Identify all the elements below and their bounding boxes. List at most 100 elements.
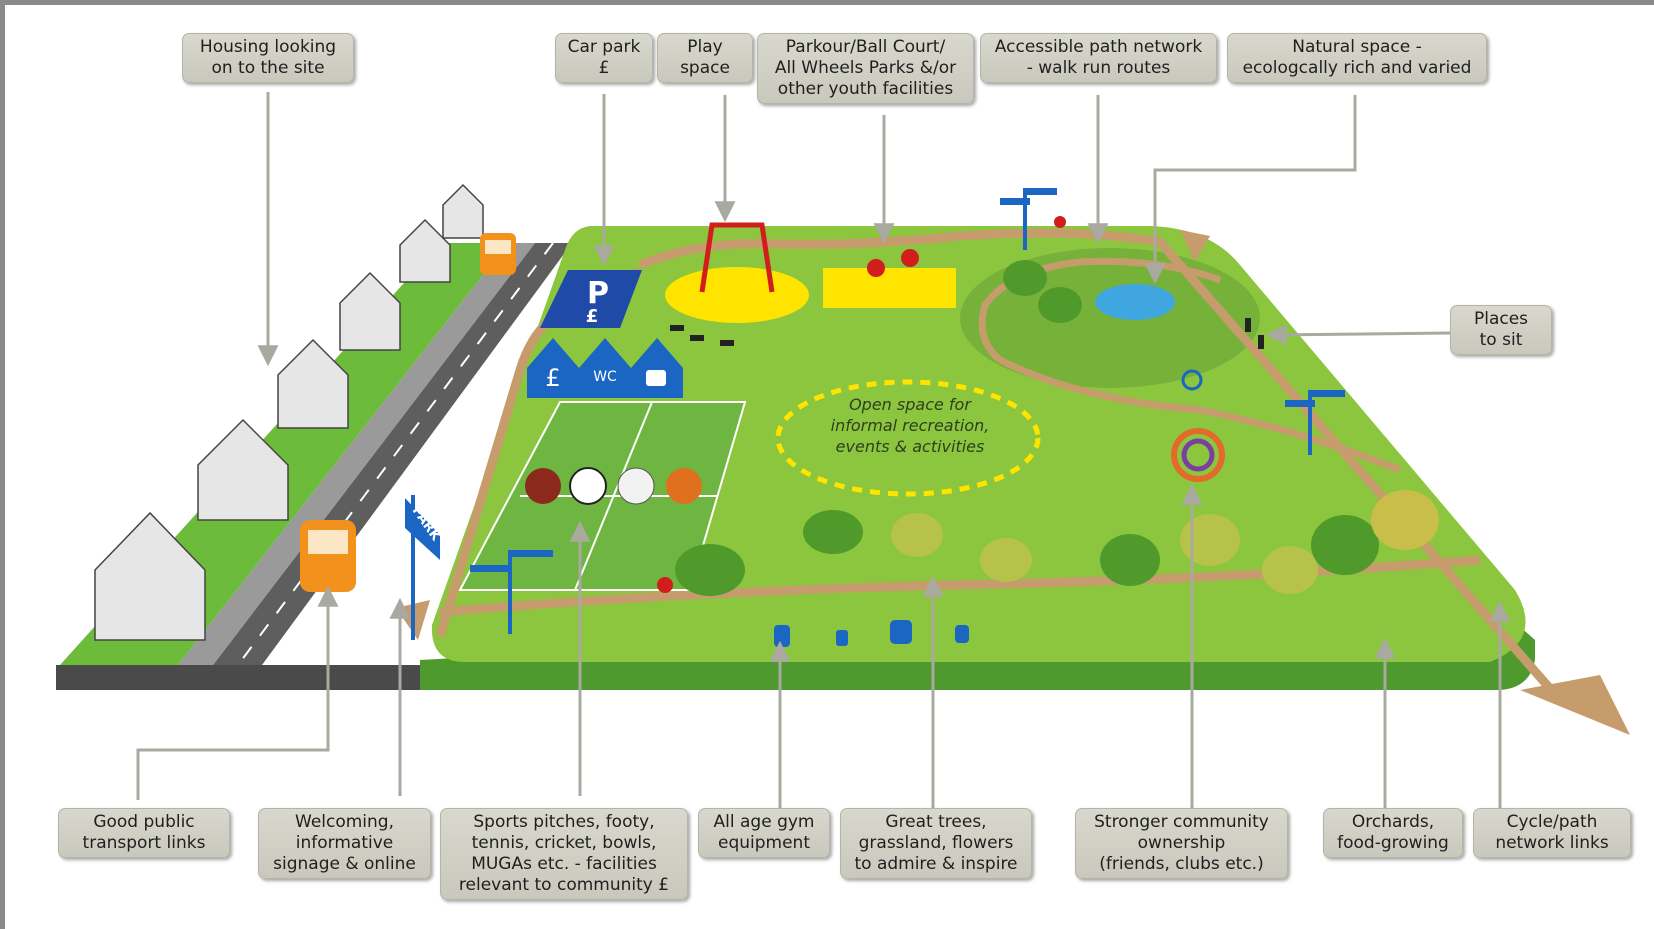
callout-housing-line: Housing looking bbox=[199, 37, 337, 57]
parking-fee: £ bbox=[586, 306, 599, 327]
callout-play-space-line: Play bbox=[687, 37, 723, 57]
community-logo bbox=[1171, 428, 1225, 482]
cafe-hut bbox=[631, 338, 683, 398]
callout-sit-line: Places bbox=[1473, 309, 1529, 329]
accessibility-icon bbox=[1181, 369, 1203, 391]
path-link-arrow-north bbox=[1180, 230, 1210, 262]
callout-housing: Housing looking on to the site bbox=[182, 33, 354, 83]
frame-top bbox=[0, 0, 1654, 5]
callout-youth-line: All Wheels Parks &/or bbox=[774, 58, 957, 78]
gym-equipment bbox=[890, 620, 912, 644]
natural-area bbox=[960, 248, 1260, 388]
parking-letter: P bbox=[587, 276, 609, 311]
wc-sign: WC bbox=[593, 369, 617, 385]
gym-equipment bbox=[836, 630, 848, 646]
callout-path-line: Accessible path network bbox=[994, 37, 1203, 57]
callout-cycle: Cycle/path network links bbox=[1473, 808, 1631, 858]
pond bbox=[1095, 284, 1175, 320]
road-base bbox=[56, 665, 486, 690]
callout-cycle-line: Cycle/path bbox=[1506, 812, 1598, 832]
runner-icon bbox=[657, 577, 673, 593]
callout-transport: Good public transport links bbox=[58, 808, 230, 858]
cycle-link-arrow bbox=[1520, 675, 1630, 735]
runner-icon bbox=[1054, 216, 1066, 228]
callout-orchards: Orchards, food-growing bbox=[1323, 808, 1463, 858]
open-space-line-1: Open space for bbox=[849, 395, 971, 414]
pound-hut bbox=[527, 338, 579, 398]
callout-housing-line: on to the site bbox=[211, 58, 325, 78]
pavement bbox=[178, 243, 535, 665]
open-space-circle bbox=[775, 379, 1041, 497]
open-space-label: Open space for informal recreation, even… bbox=[795, 394, 1025, 457]
callout-gym-line: equipment bbox=[718, 833, 810, 853]
basketball-icon bbox=[666, 468, 702, 504]
play-area bbox=[665, 267, 809, 323]
callout-sit-line: to sit bbox=[1479, 330, 1523, 350]
park-sign bbox=[405, 498, 440, 560]
callout-community-line: Stronger community bbox=[1094, 812, 1269, 832]
pound-sign: £ bbox=[545, 364, 560, 392]
callout-car-park-line: £ bbox=[598, 58, 610, 78]
callout-community: Stronger community ownership (friends, c… bbox=[1075, 808, 1288, 879]
callout-sports-line: relevant to community £ bbox=[458, 875, 670, 895]
bench bbox=[1258, 335, 1264, 349]
callout-trees: Great trees, grassland, flowers to admir… bbox=[840, 808, 1032, 879]
callout-natural-line: ecologcally rich and varied bbox=[1242, 58, 1472, 78]
callout-trees-line: to admire & inspire bbox=[854, 854, 1018, 874]
callout-play-space-line: space bbox=[680, 58, 730, 78]
callout-path-network: Accessible path network - walk run route… bbox=[980, 33, 1217, 83]
open-space-line-2: informal recreation, bbox=[830, 416, 990, 435]
callout-youth-line: Parkour/Ball Court/ bbox=[785, 37, 946, 57]
callout-transport-line: transport links bbox=[82, 833, 206, 853]
callout-sports: Sports pitches, footy, tennis, cricket, … bbox=[440, 808, 688, 900]
callout-gym-line: All age gym bbox=[713, 812, 815, 832]
youth-area bbox=[823, 268, 956, 308]
callout-sports-line: Sports pitches, footy, bbox=[473, 812, 655, 832]
callout-signage-line: signage & online bbox=[273, 854, 416, 874]
callout-natural-space: Natural space - ecologcally rich and var… bbox=[1227, 33, 1487, 83]
callout-community-line: ownership bbox=[1137, 833, 1226, 853]
gym-equipment bbox=[955, 625, 969, 643]
bench bbox=[1245, 318, 1251, 332]
callout-trees-line: Great trees, bbox=[885, 812, 987, 832]
callout-signage-line: Welcoming, bbox=[295, 812, 394, 832]
callout-signage-line: informative bbox=[295, 833, 394, 853]
callout-orchards-line: Orchards, bbox=[1351, 812, 1435, 832]
gym-equipment bbox=[774, 625, 790, 647]
callout-transport-line: Good public bbox=[93, 812, 195, 832]
open-space-line-3: events & activities bbox=[835, 437, 985, 456]
callout-natural-line: Natural space - bbox=[1292, 37, 1422, 57]
wc-hut bbox=[579, 338, 631, 398]
bench bbox=[670, 325, 684, 331]
callout-community-line: (friends, clubs etc.) bbox=[1099, 854, 1264, 874]
callout-gym: All age gym equipment bbox=[698, 808, 830, 858]
football-icon bbox=[569, 467, 607, 505]
callout-signage: Welcoming, informative signage & online bbox=[258, 808, 431, 879]
callout-path-line: - walk run routes bbox=[1026, 58, 1171, 78]
callout-youth-line: other youth facilities bbox=[777, 79, 954, 99]
cricket-ball-icon bbox=[525, 468, 561, 504]
car-park-sign bbox=[540, 270, 642, 328]
frame-left bbox=[0, 0, 5, 929]
tennis-ball-icon bbox=[617, 467, 655, 505]
callout-car-park: Car park £ bbox=[555, 33, 653, 83]
houses bbox=[94, 183, 484, 641]
callout-youth-facilities: Parkour/Ball Court/ All Wheels Parks &/o… bbox=[757, 33, 974, 104]
leader-lines bbox=[136, 92, 1511, 808]
bench bbox=[690, 335, 704, 341]
skater-icon bbox=[901, 249, 919, 267]
callout-trees-line: grassland, flowers bbox=[858, 833, 1014, 853]
callout-car-park-line: Car park bbox=[567, 37, 641, 57]
callout-sports-line: MUGAs etc. - facilities bbox=[471, 854, 657, 874]
cyclist-icon bbox=[867, 259, 885, 277]
trees bbox=[675, 260, 1439, 596]
callout-orchards-line: food-growing bbox=[1337, 833, 1449, 853]
callout-sports-line: tennis, cricket, bowls, bbox=[471, 833, 657, 853]
callout-play-space: Play space bbox=[657, 33, 753, 83]
callout-cycle-line: network links bbox=[1495, 833, 1609, 853]
callout-places-to-sit: Places to sit bbox=[1450, 305, 1552, 355]
bench bbox=[720, 340, 734, 346]
coffee-cup-icon bbox=[646, 370, 666, 386]
